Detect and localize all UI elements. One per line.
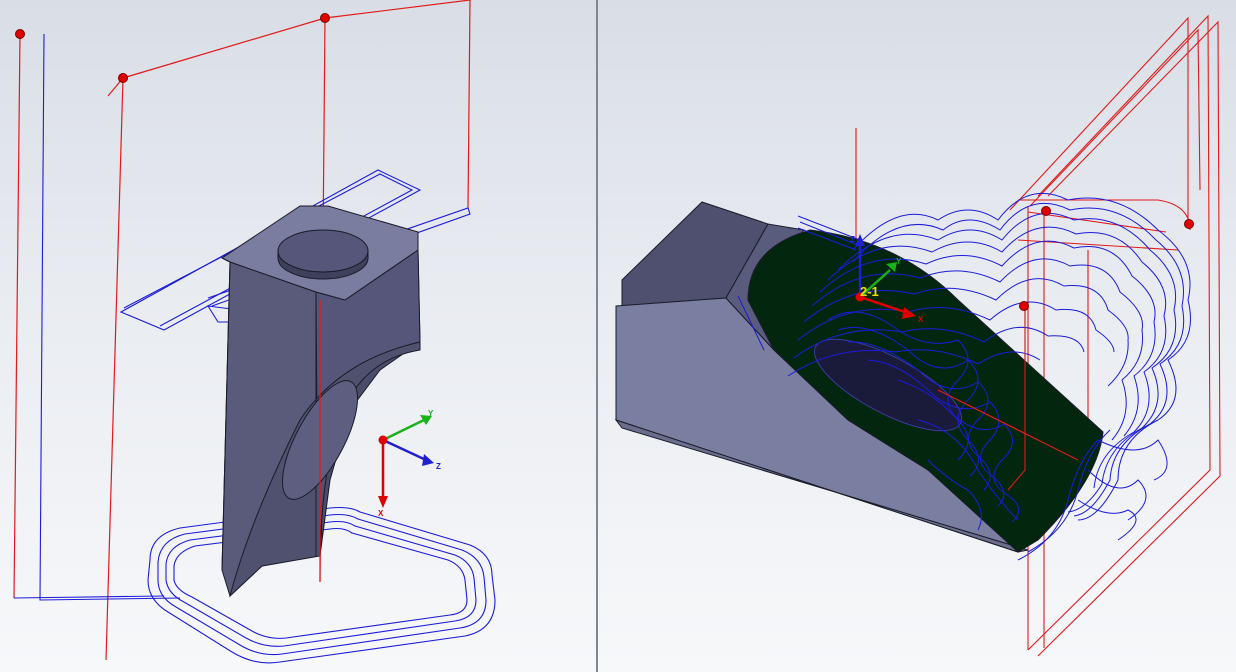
- triad-x-label: X: [378, 509, 384, 518]
- rapid-point-icon: [1019, 301, 1029, 311]
- rapid-point-icon: [15, 29, 25, 39]
- rapid-point-icon: [118, 73, 128, 83]
- right-viewport[interactable]: Z Y X 2-1: [598, 0, 1236, 672]
- triad-origin-label: 2-1: [860, 284, 879, 299]
- triad-y-label: Y: [428, 409, 434, 418]
- right-cutting-toolpath: [737, 192, 1191, 561]
- triad-z-label: Z: [436, 462, 441, 471]
- rapid-point-icon: [320, 13, 330, 23]
- viewport-divider[interactable]: [596, 0, 598, 672]
- coordinate-triad-icon: Z Y X 2-1: [850, 234, 924, 324]
- right-rapid-points: [1019, 206, 1194, 311]
- right-viewport-canvas[interactable]: Z Y X 2-1: [598, 0, 1236, 672]
- triad-y-label: Y: [896, 257, 902, 266]
- left-rapid-points: [15, 13, 330, 83]
- left-viewport[interactable]: X Y Z: [0, 0, 596, 672]
- left-viewport-canvas[interactable]: X Y Z: [0, 0, 596, 672]
- left-part-model: [221, 205, 421, 598]
- right-rapid-overlay: [937, 306, 1079, 491]
- right-part-model: [614, 201, 1104, 553]
- rapid-point-icon: [1184, 219, 1194, 229]
- triad-z-label: Z: [850, 235, 855, 244]
- triad-x-label: X: [918, 315, 924, 324]
- rapid-point-icon: [1041, 206, 1051, 216]
- coordinate-triad-icon: X Y Z: [378, 409, 441, 518]
